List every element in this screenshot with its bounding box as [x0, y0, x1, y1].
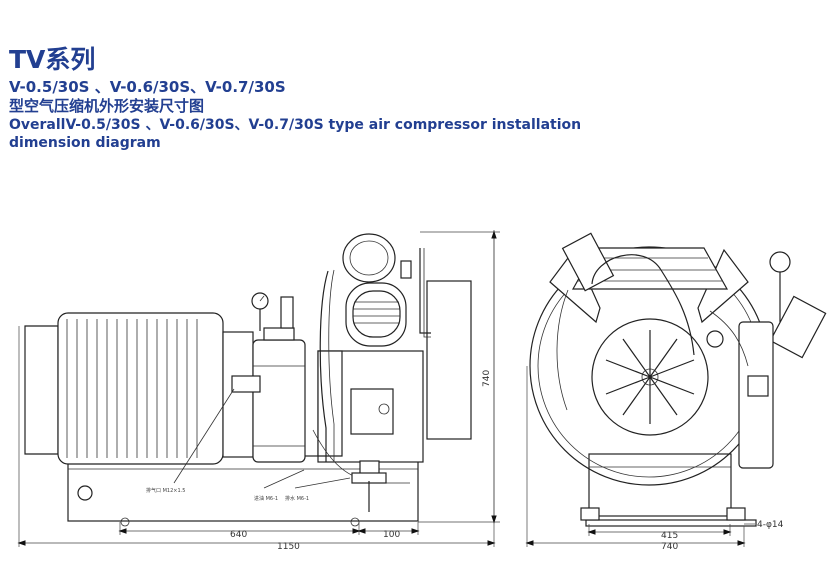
front-right-filter	[769, 295, 827, 359]
dimension-text-100: 100	[383, 530, 400, 540]
dimension-text-740-height: 740	[482, 370, 492, 387]
side-view: 排气口 M12×1.5 进油 M6-1 排水 M6-1 640 100 1150…	[17, 230, 500, 552]
callout-line-1	[173, 388, 235, 484]
header: TV系列 V-0.5/30S 、V-0.6/30S、V-0.7/30S 型空气压…	[9, 47, 581, 154]
front-base-plate	[585, 519, 757, 527]
side-safety-valve	[280, 296, 294, 329]
front-arrow-415-right	[723, 529, 732, 535]
side-flywheel-guard	[426, 280, 472, 440]
dimension-text-640: 640	[230, 530, 247, 540]
side-top-port	[400, 260, 412, 279]
callout-left-note: 排气口 M12×1.5	[146, 487, 185, 494]
front-view: 415 740 4-φ14	[525, 232, 827, 552]
dimension-arrow-100-left	[357, 528, 366, 534]
side-motor-body	[57, 312, 224, 465]
front-dimension-text-415: 415	[661, 531, 678, 541]
callout-mid-note-2: 排水 M6-1	[285, 495, 309, 502]
front-arrow-740-left	[525, 540, 534, 546]
dimension-arrow-100-right	[411, 528, 420, 534]
front-arrow-415-left	[587, 529, 596, 535]
front-arrow-740-right	[737, 540, 746, 546]
side-pipe-3	[419, 248, 431, 334]
front-small-gauge	[706, 330, 724, 348]
side-mount-hole-mid	[120, 517, 130, 527]
front-leg-right	[726, 507, 746, 521]
dimension-arrow-1150-left	[17, 540, 26, 546]
side-bracket	[317, 350, 343, 457]
side-pipe-2	[328, 269, 335, 462]
models-line: V-0.5/30S 、V-0.6/30S、V-0.7/30S	[9, 78, 286, 96]
callout-line-2	[263, 469, 305, 489]
front-hole-label: 4-φ14	[757, 520, 784, 530]
front-valve-block	[747, 375, 769, 397]
front-leg-left	[580, 507, 600, 521]
english-caption-line-2: dimension diagram	[9, 135, 161, 151]
front-dimension-text-740: 740	[661, 542, 678, 552]
front-pressure-gauge	[769, 251, 791, 273]
height-arrow-top	[491, 230, 497, 239]
dimension-arrow-640-left	[118, 528, 127, 534]
page-title: TV系列	[9, 45, 96, 74]
callout-mid-note-1: 进油 M6-1	[254, 495, 278, 502]
front-left-filter	[561, 232, 615, 292]
callout-line-3	[294, 477, 351, 489]
height-arrow-bottom	[491, 515, 497, 524]
front-pipe-2	[556, 289, 569, 411]
dimension-arrow-1150-right	[487, 540, 496, 546]
side-motor	[24, 325, 59, 455]
chinese-caption: 型空气压缩机外形安装尺寸图	[9, 97, 205, 115]
side-receiver-top	[263, 327, 295, 341]
side-pipe-1	[319, 270, 329, 462]
dimension-text-1150: 1150	[277, 542, 300, 552]
side-service-plate	[350, 388, 394, 435]
front-pipe-1	[591, 254, 695, 356]
side-top-head-inner	[349, 240, 389, 276]
front-pipe-3	[709, 310, 749, 367]
side-motor-end-cap	[222, 331, 254, 458]
side-pipe-4	[423, 248, 431, 338]
side-valve	[231, 375, 261, 393]
side-receiver	[252, 339, 306, 463]
dimension-arrow-640-right	[352, 528, 361, 534]
side-plate-knob	[378, 403, 390, 415]
side-gauge-needle	[259, 295, 265, 302]
english-caption-line-1: OverallV-0.5/30S 、V-0.6/30S、V-0.7/30S ty…	[9, 117, 582, 133]
front-fan-blades	[605, 330, 695, 424]
side-vertical-head	[352, 290, 401, 338]
side-mount-hole-left	[77, 485, 93, 501]
